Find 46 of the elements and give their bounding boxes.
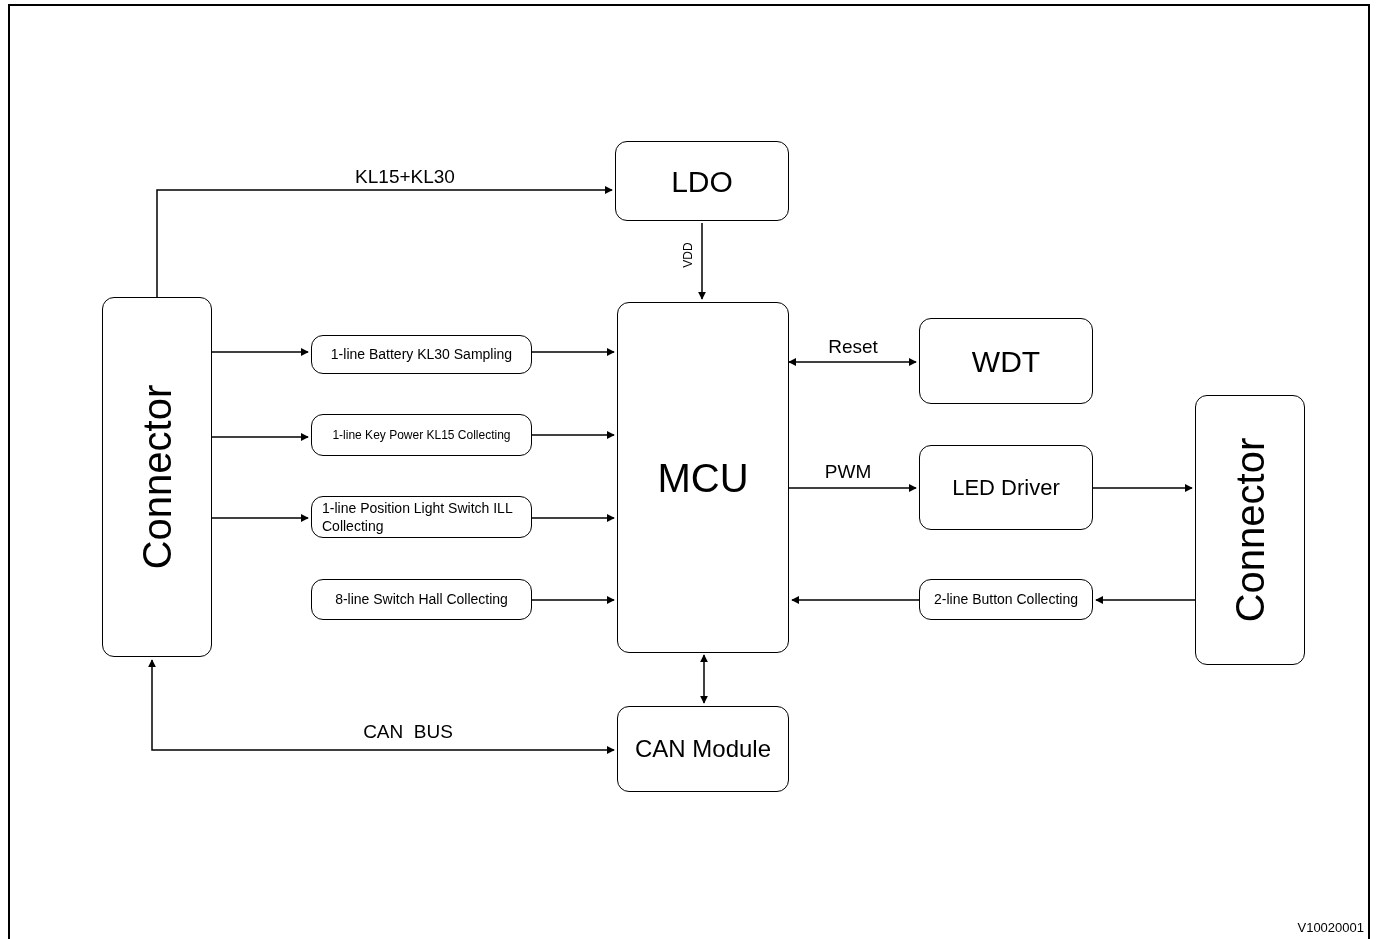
- block-label: 8-line Switch Hall Collecting: [335, 590, 508, 609]
- edge-label: Reset: [828, 336, 878, 356]
- arrow: [211, 348, 309, 356]
- process-box: [919, 579, 1093, 620]
- arrow: [156, 186, 613, 298]
- process-box: [311, 496, 532, 538]
- arrow: [211, 433, 309, 441]
- process-box: [311, 414, 532, 456]
- arrow: [788, 484, 917, 492]
- arrow: [531, 514, 615, 522]
- block-label: 1-line Key Power KL15 Collecting: [332, 427, 511, 444]
- arrow: [700, 654, 708, 704]
- process-box: [617, 706, 789, 792]
- arrow: [1095, 596, 1196, 604]
- block-label: Connector: [137, 384, 177, 570]
- process-box: [311, 335, 532, 374]
- edge-label: PWM: [824, 461, 872, 481]
- block-label: LED Driver: [952, 474, 1060, 502]
- process-box: [617, 302, 789, 653]
- arrow: [791, 596, 920, 604]
- block-label: MCU: [657, 454, 749, 502]
- edge-label: CAN BUS: [363, 721, 453, 741]
- connector-block: [1195, 395, 1305, 665]
- process-box: [919, 318, 1093, 404]
- block-label: WDT: [971, 343, 1041, 380]
- arrow: [531, 348, 615, 356]
- edge-label: VDD: [682, 242, 694, 268]
- arrow: [1092, 484, 1193, 492]
- arrow: [211, 514, 309, 522]
- block-label: 2-line Button Collecting: [934, 590, 1078, 609]
- process-box: [919, 445, 1093, 530]
- arrow: [148, 659, 615, 754]
- process-box: [615, 141, 789, 221]
- document-code: V10020001: [1297, 918, 1364, 937]
- block-label: 1-line Battery KL30 Sampling: [330, 345, 513, 364]
- block-label: 1-line Position Light Switch ILL Collecting: [322, 499, 514, 535]
- block-label: CAN Module: [634, 734, 772, 764]
- arrow: [531, 596, 615, 604]
- connector-block: [102, 297, 212, 657]
- process-box: [311, 579, 532, 620]
- edge-label: KL15+KL30: [355, 166, 455, 186]
- block-label: Connector: [1230, 437, 1270, 623]
- arrow: [788, 358, 917, 366]
- arrow: [698, 222, 706, 300]
- block-label: LDO: [671, 163, 733, 200]
- arrow: [531, 431, 615, 439]
